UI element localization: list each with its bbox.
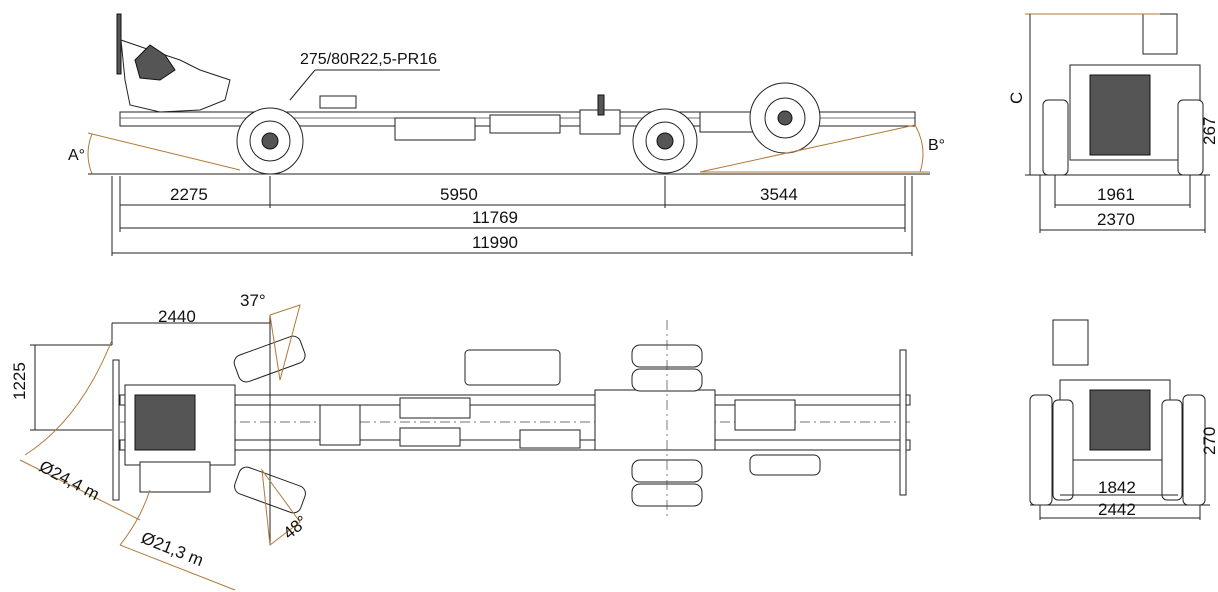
battery-box bbox=[319, 95, 357, 109]
departure-angle-label: B° bbox=[928, 137, 945, 154]
frame-length-dim: 11769 bbox=[472, 208, 518, 227]
approach-angle-label: A° bbox=[68, 147, 85, 164]
frame-rail-left bbox=[119, 394, 911, 406]
front-cab-top bbox=[1142, 13, 1178, 55]
top-view: 2440 37° 48° 1225 Ø24,4 m Ø21,3 m bbox=[10, 291, 911, 591]
gearbox-top bbox=[139, 461, 211, 493]
rear-clearance-dim: 270 bbox=[1200, 427, 1218, 455]
inner-turn-diameter: Ø21,3 m bbox=[139, 528, 207, 570]
steer-offset-dim: 2440 bbox=[158, 307, 196, 326]
rear-overhang-dim: 3544 bbox=[760, 185, 798, 204]
fuel-tank-side bbox=[394, 117, 476, 141]
front-overhang-dim: 2275 bbox=[170, 185, 208, 204]
front-bumper bbox=[112, 359, 120, 501]
height-label: C bbox=[1007, 92, 1026, 104]
outer-turn-diameter: Ø24,4 m bbox=[36, 457, 102, 504]
steer-angle-inner: 37° bbox=[240, 291, 266, 310]
front-track-dim: 1961 bbox=[1097, 185, 1135, 204]
rear-crossmember bbox=[899, 349, 907, 496]
overall-length-dim: 11990 bbox=[472, 233, 518, 252]
lateral-offset-dim: 1225 bbox=[10, 362, 29, 400]
front-view: C 1961 2370 267 bbox=[1007, 13, 1218, 233]
frame-rail-right bbox=[119, 439, 911, 451]
front-width-dim: 2370 bbox=[1097, 210, 1135, 229]
front-wheel-left bbox=[1042, 99, 1069, 176]
tire-spec-label: 275/80R22,5-PR16 bbox=[300, 51, 437, 68]
fuel-tank-top bbox=[464, 349, 561, 386]
steering-column bbox=[116, 13, 122, 75]
front-wheel-side bbox=[236, 107, 304, 175]
spare-wheel-side bbox=[749, 82, 821, 154]
side-view: 275/80R22,5-PR16 A° B° 2275 5950 3544 11… bbox=[68, 13, 945, 256]
wheelbase-dim: 5950 bbox=[440, 185, 478, 204]
spare-wheel-top bbox=[749, 454, 821, 476]
front-clearance-dim: 267 bbox=[1200, 117, 1218, 145]
rear-track-dim: 1842 bbox=[1098, 478, 1136, 497]
steer-angle-outer: 48° bbox=[279, 512, 311, 543]
rear-width-dim: 2442 bbox=[1098, 500, 1136, 519]
engine-block bbox=[120, 39, 231, 113]
rear-wheel-side bbox=[632, 108, 698, 174]
radiator bbox=[134, 44, 176, 81]
rear-wheel-left-outer-view bbox=[1029, 394, 1053, 506]
rear-axle-housing bbox=[594, 389, 716, 451]
rear-view: 1842 2442 270 bbox=[1029, 319, 1218, 520]
rear-cab-top bbox=[1052, 319, 1089, 366]
